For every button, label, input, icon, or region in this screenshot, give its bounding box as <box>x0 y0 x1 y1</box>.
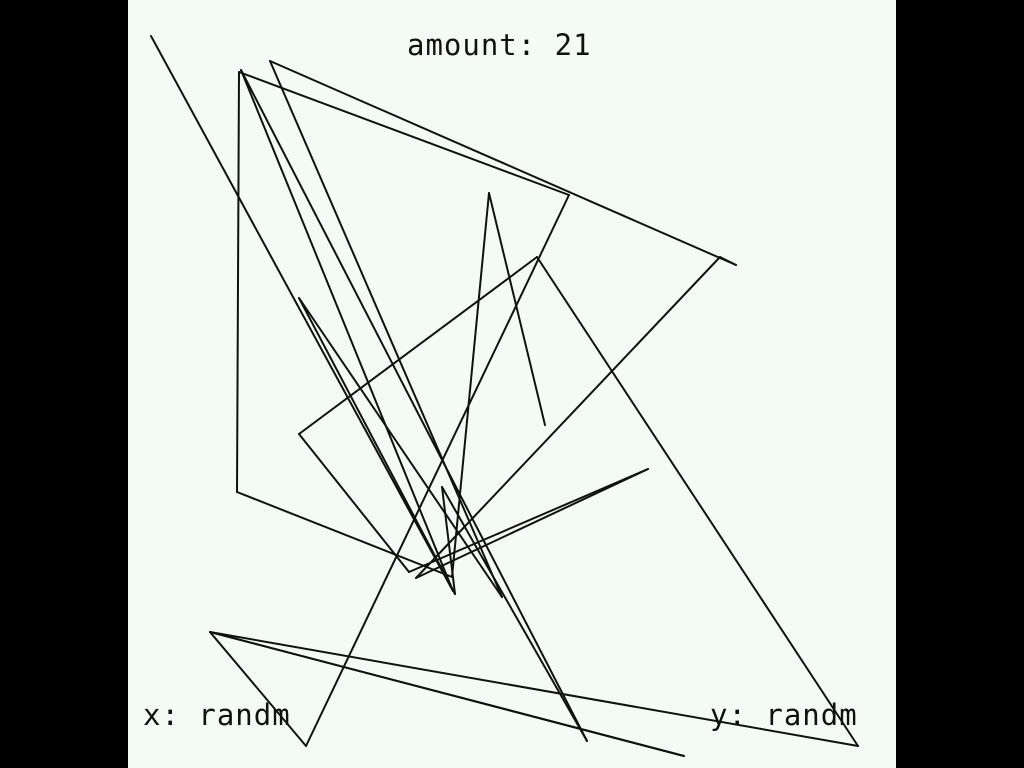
line-segment <box>269 60 737 266</box>
line-segment <box>236 71 240 493</box>
line-segment <box>298 256 538 435</box>
line-segment <box>305 194 570 747</box>
line-segment <box>488 192 546 426</box>
line-segment <box>408 468 649 573</box>
line-segment <box>240 69 454 592</box>
line-segment <box>209 631 859 747</box>
line-segment <box>150 35 454 592</box>
line-segment <box>209 631 685 757</box>
random-lines-canvas <box>150 35 859 757</box>
line-segment <box>240 69 588 742</box>
line-segment <box>236 491 453 578</box>
line-segment <box>415 468 649 579</box>
line-segment <box>415 256 721 579</box>
y-mode-label: y: randm <box>710 698 858 732</box>
line-segment <box>441 486 588 742</box>
line-segment <box>238 71 570 196</box>
x-mode-label: x: randm <box>143 698 291 732</box>
line-segment <box>298 297 456 595</box>
game-screen: amount: 21 x: randm y: randm <box>128 0 896 768</box>
line-segment <box>209 631 307 747</box>
line-segment <box>269 60 503 598</box>
line-segment <box>451 192 490 578</box>
line-segment <box>719 256 737 266</box>
line-segment <box>536 256 859 747</box>
amount-counter: amount: 21 <box>407 28 592 62</box>
line-segment <box>298 433 410 573</box>
